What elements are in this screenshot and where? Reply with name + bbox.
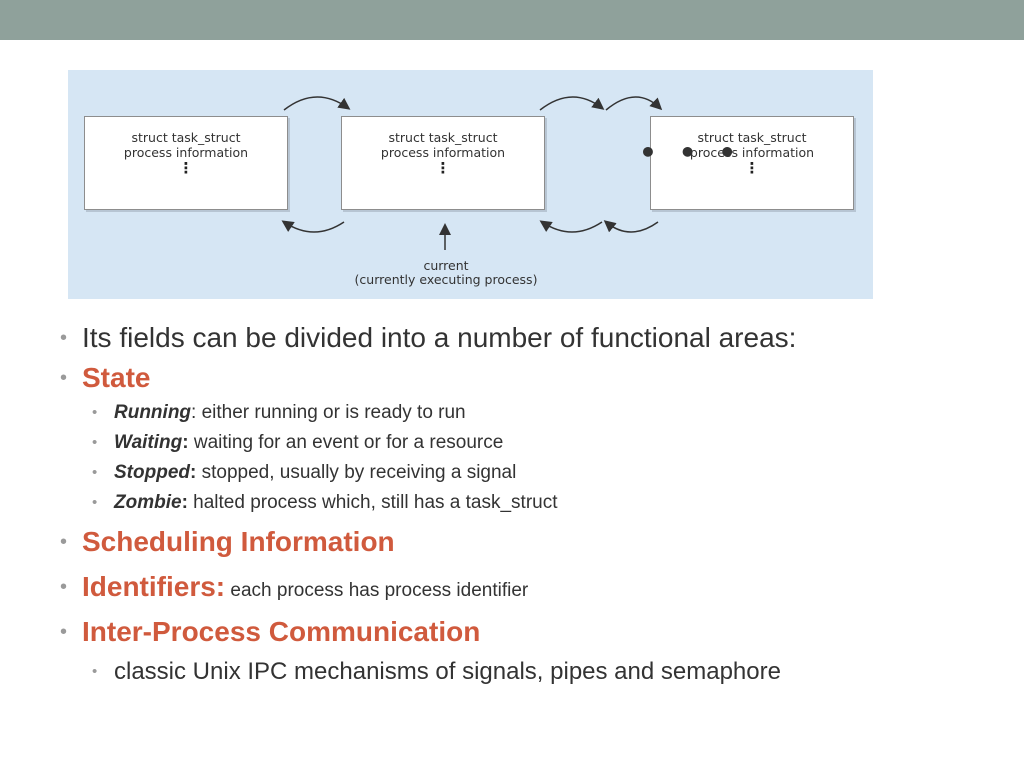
- identifiers-desc: each process has process identifier: [225, 580, 529, 601]
- state-term: Stopped: [114, 462, 190, 483]
- box-subtitle: process information: [380, 145, 506, 160]
- task-struct-box: struct task_struct process information ⋮: [84, 116, 288, 210]
- bullet-dot: •: [92, 404, 98, 421]
- task-list-diagram: struct task_struct process information ⋮…: [68, 70, 873, 299]
- box-title: struct task_struct: [131, 130, 241, 145]
- bullet-dot: •: [92, 464, 98, 481]
- state-item: • Running: either running or is ready to…: [60, 398, 1010, 428]
- vertical-ellipsis: ⋮: [435, 159, 451, 177]
- current-text: current: [423, 258, 469, 273]
- bullet-state: • State: [60, 358, 1010, 398]
- task-struct-box: struct task_struct process information ⋮: [341, 116, 545, 210]
- state-desc: halted process which, still has a task_s…: [187, 492, 558, 513]
- list-ellipsis: • • •: [639, 136, 743, 169]
- bullet-identifiers: • Identifiers: each process has process …: [60, 564, 1010, 610]
- state-item: • Stopped: stopped, usually by receiving…: [60, 458, 1010, 488]
- bullet-dot: •: [92, 663, 98, 680]
- scheduling-heading: Scheduling Information: [82, 526, 395, 557]
- bullet-dot: •: [60, 327, 68, 349]
- vertical-ellipsis: ⋮: [744, 159, 760, 177]
- identifiers-heading: Identifiers:: [82, 571, 226, 602]
- bullet-list: • Its fields can be divided into a numbe…: [60, 318, 1010, 690]
- state-term: Zombie: [114, 492, 182, 513]
- current-caption: (currently executing process): [354, 272, 538, 287]
- bullet-intro: • Its fields can be divided into a numbe…: [60, 318, 1010, 358]
- state-colon: :: [181, 492, 188, 513]
- box-subtitle: process information: [123, 145, 249, 160]
- task-struct-box: struct task_struct process information ⋮: [650, 116, 854, 210]
- bullet-dot: •: [92, 434, 98, 451]
- ipc-heading: Inter-Process Communication: [82, 616, 481, 647]
- box-title: struct task_struct: [697, 130, 807, 145]
- state-term: Running: [114, 402, 192, 423]
- slide-header-bar: [0, 0, 1024, 40]
- next-arrow: [605, 96, 663, 111]
- current-label: current (currently executing process): [298, 259, 594, 287]
- box-title: struct task_struct: [388, 130, 498, 145]
- ipc-item: • classic Unix IPC mechanisms of signals…: [60, 654, 1010, 690]
- state-item: • Zombie: halted process which, still ha…: [60, 488, 1010, 518]
- state-item: • Waiting: waiting for an event or for a…: [60, 428, 1010, 458]
- prev-arrow: [281, 220, 345, 233]
- state-desc: either running or is ready to run: [196, 402, 466, 423]
- prev-arrow: [603, 220, 659, 233]
- bullet-dot: •: [60, 531, 68, 553]
- diagram-arrows: [281, 96, 663, 250]
- state-desc: stopped, usually by receiving a signal: [196, 462, 517, 483]
- ipc-detail: classic Unix IPC mechanisms of signals, …: [114, 658, 781, 685]
- prev-arrow: [539, 220, 603, 233]
- bullet-dot: •: [60, 367, 68, 389]
- next-arrow: [283, 96, 351, 111]
- state-colon: :: [191, 402, 197, 423]
- bullet-ipc: • Inter-Process Communication: [60, 610, 1010, 654]
- bullet-dot: •: [60, 621, 68, 643]
- state-desc: waiting for an event or for a resource: [188, 432, 504, 453]
- intro-text: Its fields can be divided into a number …: [82, 322, 797, 353]
- bullet-dot: •: [60, 576, 68, 598]
- bullet-dot: •: [92, 494, 98, 511]
- bullet-scheduling: • Scheduling Information: [60, 520, 1010, 564]
- vertical-ellipsis: ⋮: [178, 159, 194, 177]
- state-colon: :: [190, 462, 197, 483]
- box-subtitle: process information: [689, 145, 815, 160]
- state-term: Waiting: [114, 432, 183, 453]
- state-colon: :: [182, 432, 189, 453]
- state-heading: State: [82, 362, 151, 393]
- next-arrow: [539, 96, 605, 111]
